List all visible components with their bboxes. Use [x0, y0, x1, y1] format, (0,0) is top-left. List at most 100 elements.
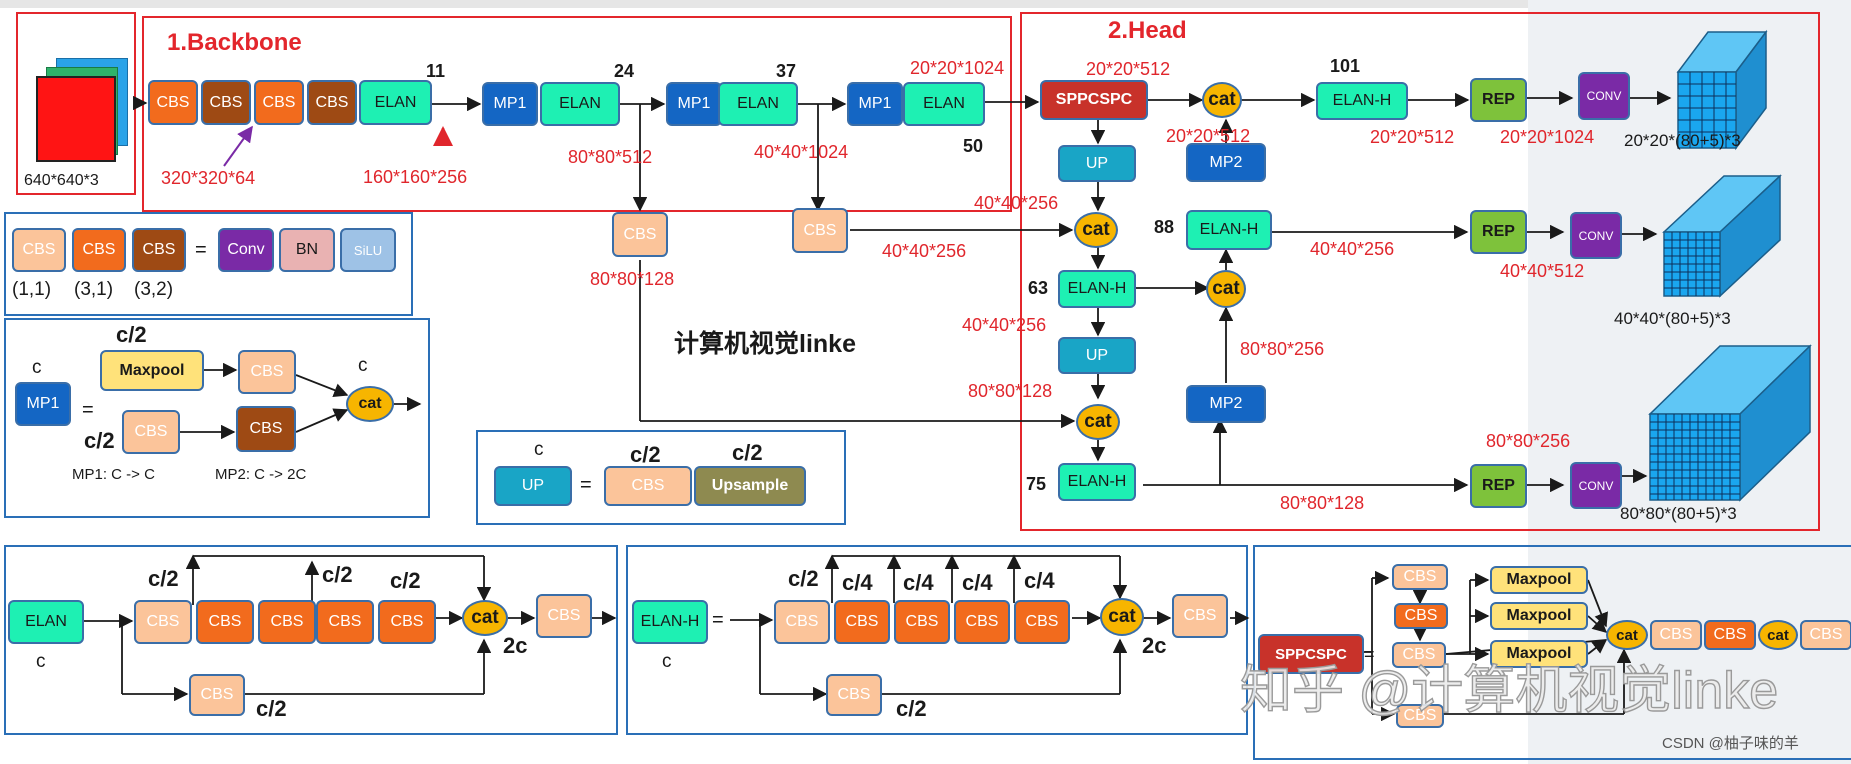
mp-legend-mp1-desc: MP1: C -> C — [72, 466, 155, 483]
elan-legend-cbs-side: CBS — [189, 674, 245, 716]
spp-legend-cbs-top: CBS — [1392, 564, 1448, 590]
head-mp2-bottom: MP2 — [1186, 385, 1266, 423]
up-legend-upsample: Upsample — [694, 466, 806, 506]
head-conv-80: CONV — [1570, 462, 1622, 509]
layer-index-75: 75 — [1026, 474, 1047, 494]
legend-kernel-11: (1,1) — [12, 279, 52, 300]
output-40-label: 40*40*(80+5)*3 — [1614, 309, 1731, 328]
output-cube-40 — [1662, 174, 1782, 298]
backbone-elan-1: ELAN — [359, 80, 432, 125]
spp-legend-cbs-out-3: CBS — [1800, 620, 1851, 650]
spp-legend-cbs-side: CBS — [1396, 704, 1444, 728]
elan-legend-frame — [4, 545, 618, 735]
legend-kernel-31: (3,1) — [74, 279, 114, 300]
output-cube-80 — [1648, 344, 1812, 502]
mp-legend-c2-bottom: c/2 — [84, 428, 115, 453]
spp-legend-maxpool-3: Maxpool — [1490, 640, 1588, 668]
size-20-512-mp2: 20*20*512 — [1166, 126, 1251, 146]
zhihu-watermark: 知乎 @计算机视觉linke — [1239, 662, 1779, 720]
head-mp2-top: MP2 — [1186, 143, 1266, 182]
mp-legend-cbs-top: CBS — [238, 350, 296, 394]
backbone-cbs-2: CBS — [201, 80, 251, 125]
spp-legend-equals: = — [1364, 644, 1375, 664]
elan-legend-cat: cat — [462, 600, 508, 636]
backbone-mp1-1: MP1 — [482, 82, 538, 126]
layer-index-101: 101 — [1330, 56, 1361, 76]
legend-kernel-32: (3,2) — [134, 279, 174, 300]
size-20-512-out: 20*20*512 — [1370, 127, 1455, 147]
size-80-128-branch: 80*80*128 — [590, 269, 675, 289]
mp-legend-c: c — [32, 357, 42, 378]
head-elan-h-88: ELAN-H — [1186, 210, 1272, 250]
size-160: 160*160*256 — [363, 167, 468, 187]
size-20-1024-out: 20*20*1024 — [1500, 127, 1595, 147]
output-80-label: 80*80*(80+5)*3 — [1620, 504, 1737, 523]
backbone-mp1-3: MP1 — [847, 82, 903, 126]
head-elan-h-75: ELAN-H — [1058, 463, 1136, 501]
head-elan-h-63: ELAN-H — [1058, 270, 1136, 308]
mp-legend-cbs-bottom: CBS — [122, 410, 180, 454]
elan-h-legend-c4-d: c/4 — [1024, 568, 1055, 593]
legend-cbs-equals: = — [195, 239, 207, 261]
spp-legend-cbs-low: CBS — [1392, 642, 1446, 668]
legend-conv: Conv — [218, 228, 274, 272]
size-80-256-out: 80*80*256 — [1486, 431, 1571, 451]
head-up-1: UP — [1058, 145, 1136, 182]
elan-legend-c2-a: c/2 — [148, 566, 179, 591]
size-320: 320*320*64 — [161, 168, 256, 188]
head-conv-20: CONV — [1578, 72, 1630, 120]
size-40-256-branch: 40*40*256 — [882, 241, 967, 261]
up-legend-equals: = — [580, 474, 592, 496]
legend-cbs-31: CBS — [72, 228, 126, 272]
elan-h-legend-cbs-side: CBS — [826, 674, 882, 716]
elan-legend-c2-b: c/2 — [322, 562, 353, 587]
legend-bn: BN — [279, 228, 335, 272]
head-elan-h-101: ELAN-H — [1316, 82, 1408, 120]
mp-legend-cbs-dark: CBS — [236, 406, 296, 452]
output-20-label: 20*20*(80+5)*3 — [1624, 131, 1741, 150]
elan-legend-c2-side: c/2 — [256, 696, 287, 721]
up-legend-frame — [476, 430, 846, 525]
size-40-256-up: 40*40*256 — [974, 193, 1059, 213]
size-40-1024: 40*40*1024 — [754, 142, 849, 162]
head-rep-20: REP — [1470, 78, 1527, 122]
elan-legend-elan: ELAN — [8, 600, 84, 644]
head-cat-40-b: cat — [1206, 270, 1246, 308]
layer-index-50: 50 — [963, 136, 984, 156]
cbs-legend-frame — [4, 212, 413, 316]
elan-h-legend-cbs-out: CBS — [1172, 594, 1228, 638]
mp-legend-equals: = — [82, 399, 94, 421]
center-watermark: 计算机视觉linke — [674, 330, 856, 358]
csdn-credit: CSDN @柚子味的羊 — [1662, 735, 1799, 752]
elan-legend-c2-c: c/2 — [390, 568, 421, 593]
elan-h-legend-frame — [626, 545, 1248, 735]
elan-legend-cbs-3: CBS — [258, 600, 316, 644]
head-sppcspc: SPPCSPC — [1040, 80, 1148, 120]
up-legend-cbs: CBS — [604, 466, 692, 506]
layer-index-24: 24 — [614, 61, 635, 81]
layer-index-11: 11 — [426, 61, 446, 81]
elan-h-legend-cbs-1: CBS — [774, 600, 830, 644]
elan-h-legend-c4-b: c/4 — [903, 570, 934, 595]
mp-legend-c-out: c — [358, 355, 368, 376]
elan-legend-cbs-out: CBS — [536, 594, 592, 638]
elan-h-legend-c4-c: c/4 — [962, 570, 993, 595]
elan-h-legend-elan-h: ELAN-H — [632, 600, 708, 644]
backbone-frame — [142, 16, 1012, 212]
up-legend-c: c — [534, 439, 544, 460]
backbone-branch-cbs-40: CBS — [792, 208, 848, 253]
elan-h-legend-cbs-3: CBS — [894, 600, 950, 644]
spp-legend-cat-2: cat — [1758, 620, 1798, 650]
size-40-256-elan63: 40*40*256 — [962, 315, 1047, 335]
window-top-bar — [0, 0, 1851, 8]
elan-h-legend-c2: c/2 — [788, 566, 819, 591]
head-cat-80: cat — [1076, 404, 1120, 440]
head-cat-40-a: cat — [1074, 212, 1118, 248]
mp-legend-cat: cat — [346, 386, 394, 422]
backbone-branch-cbs-80: CBS — [612, 212, 668, 257]
legend-cbs-32: CBS — [132, 228, 186, 272]
elan-legend-cbs-2: CBS — [196, 600, 254, 644]
head-up-2: UP — [1058, 337, 1136, 374]
